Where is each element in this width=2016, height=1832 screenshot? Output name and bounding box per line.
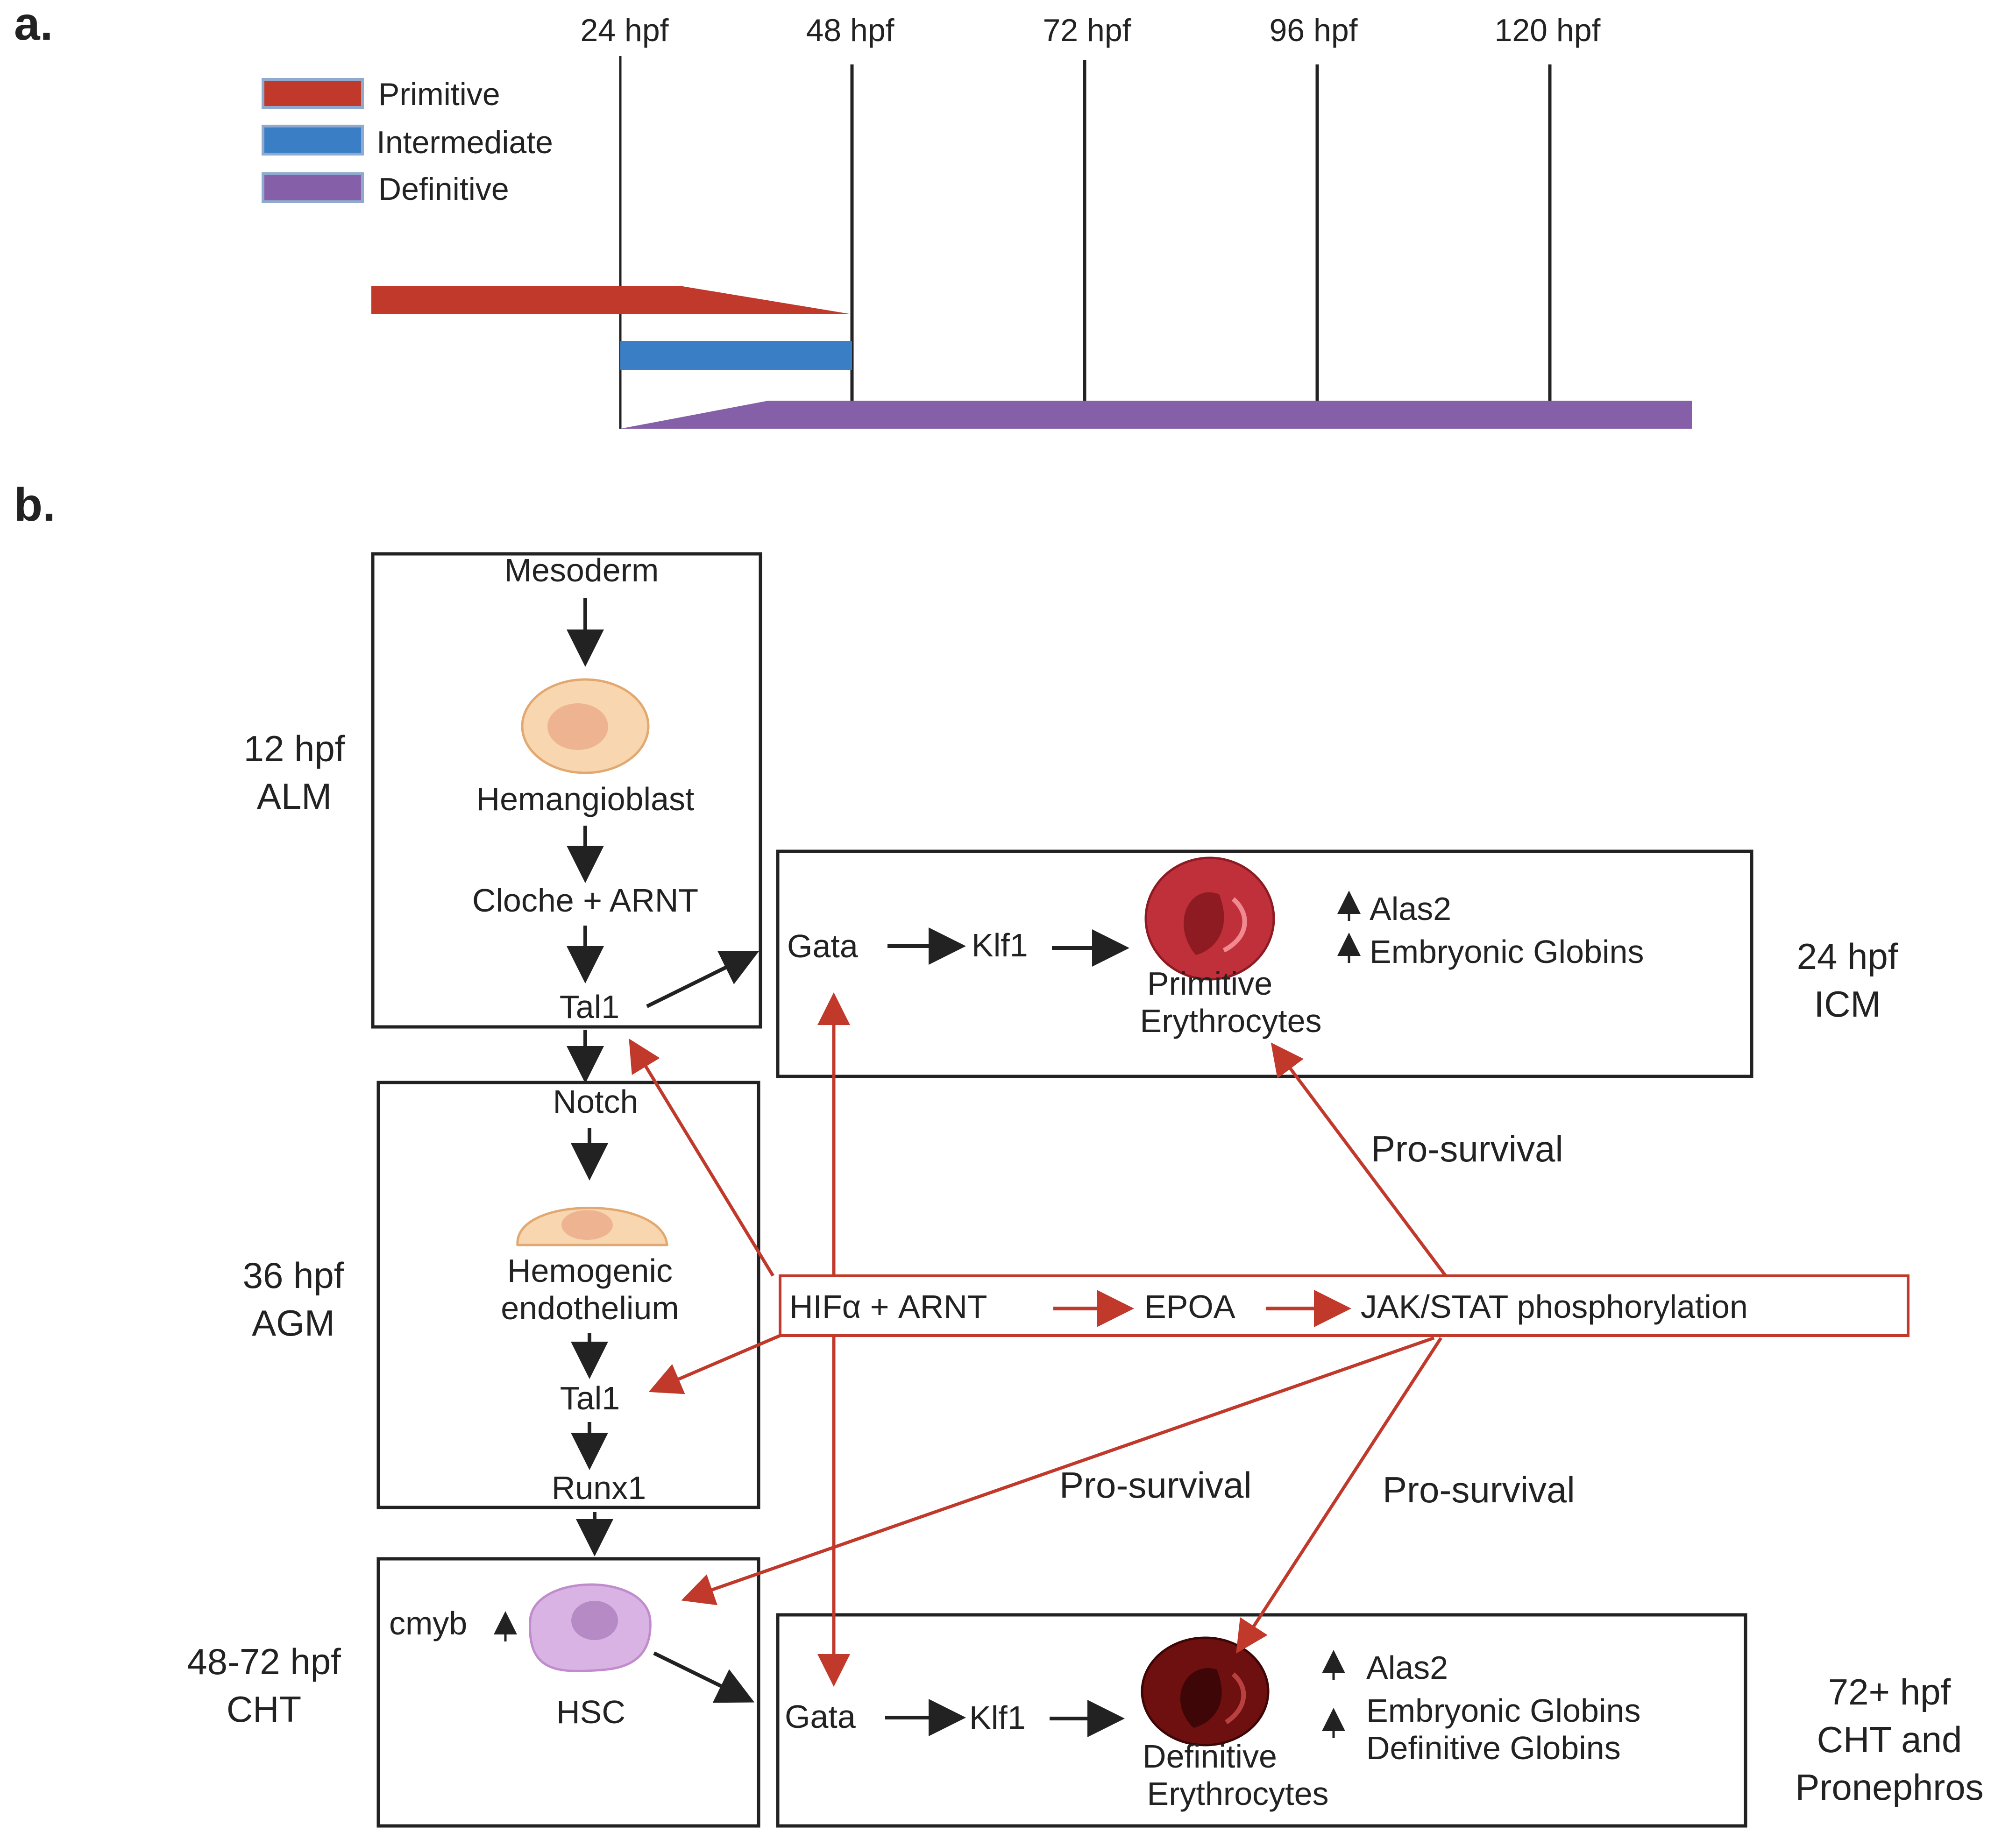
primitive-bar bbox=[371, 286, 849, 314]
primitive-erythrocyte-highlight bbox=[1222, 897, 1247, 953]
stage-agm-time: 36 hpf bbox=[243, 1255, 344, 1296]
tick-label-24: 24 hpf bbox=[580, 13, 668, 48]
stage-icm-time: 24 hpf bbox=[1797, 936, 1898, 977]
tick-label-120: 120 hpf bbox=[1495, 13, 1601, 48]
definitive-bar bbox=[620, 401, 1692, 429]
embryonic-globins-definitive-label: Embryonic Globins bbox=[1366, 1692, 1640, 1729]
jak-stat-label: JAK/STAT phosphorylation bbox=[1361, 1288, 1748, 1325]
legend-label-primitive: Primitive bbox=[378, 77, 500, 112]
stage-icm-name: ICM bbox=[1814, 983, 1881, 1025]
runx1-label: Runx1 bbox=[552, 1470, 646, 1506]
tal1-agm-label: Tal1 bbox=[560, 1380, 620, 1416]
agm-box-frame bbox=[376, 1081, 760, 1509]
pro-survival-label-3: Pro-survival bbox=[1383, 1469, 1575, 1510]
red-arrow-to-definitive-cell bbox=[1236, 1337, 1442, 1654]
legend-label-definitive: Definitive bbox=[378, 171, 509, 207]
stage-alm-time: 12 hpf bbox=[244, 728, 345, 769]
definitive-erythrocyte-highlight bbox=[1225, 1672, 1246, 1725]
cloche-label: Cloche + ARNT bbox=[472, 882, 698, 919]
cmyb-label: cmyb bbox=[389, 1605, 467, 1641]
pro-survival-label-1: Pro-survival bbox=[1371, 1128, 1563, 1169]
hsc-label: HSC bbox=[556, 1694, 625, 1730]
hif-regulatory-arrows bbox=[629, 992, 1447, 1687]
hemangioblast-label: Hemangioblast bbox=[476, 781, 695, 817]
tick-label-72: 72 hpf bbox=[1043, 13, 1131, 48]
hemangioblast-nucleus bbox=[547, 703, 608, 750]
epoa-label: EPOA bbox=[1144, 1288, 1235, 1325]
notch-label: Notch bbox=[553, 1083, 639, 1120]
stage-cht-time: 48-72 hpf bbox=[187, 1641, 341, 1682]
mesoderm-label: Mesoderm bbox=[504, 552, 659, 588]
panel-b-label: b. bbox=[14, 479, 56, 531]
primitive-erythrocyte-dimple bbox=[1184, 892, 1224, 955]
arrow-tal1-to-gata bbox=[646, 950, 760, 1008]
hemogenic-label-2: endothelium bbox=[501, 1290, 679, 1326]
stage-alm-name: ALM bbox=[257, 776, 332, 817]
stage-pro-name-1: CHT and bbox=[1817, 1719, 1962, 1760]
klf1-primitive-label: Klf1 bbox=[972, 927, 1028, 963]
primitive-box: Gata Klf1 Primitive Erythrocytes Alas2 E… bbox=[776, 849, 1753, 1078]
hemogenic-nucleus bbox=[561, 1210, 613, 1240]
agm-box: Notch Hemogenic endothelium Tal1 Runx1 bbox=[376, 1081, 760, 1509]
gata-definitive-label: Gata bbox=[785, 1698, 856, 1735]
red-arrow-to-hsc bbox=[681, 1336, 1435, 1606]
embryonic-globins-primitive-label: Embryonic Globins bbox=[1370, 934, 1644, 970]
stage-cht-name: CHT bbox=[227, 1689, 301, 1730]
cht-box-frame bbox=[376, 1557, 760, 1828]
red-arrow-to-tal1-agm bbox=[648, 1334, 781, 1394]
primitive-cell-label-1: Primitive bbox=[1147, 965, 1272, 1002]
cht-box: cmyb HSC bbox=[376, 1557, 760, 1828]
legend-label-intermediate: Intermediate bbox=[376, 125, 553, 160]
gata-primitive-label: Gata bbox=[787, 928, 858, 964]
stage-agm-name: AGM bbox=[252, 1302, 335, 1344]
hif-box: HIFα + ARNT EPOA JAK/STAT phosphorylatio… bbox=[779, 1274, 1910, 1337]
timeline-ticks bbox=[619, 56, 1552, 429]
stage-pro-time: 72+ hpf bbox=[1828, 1671, 1951, 1712]
hif-label: HIFα + ARNT bbox=[789, 1288, 987, 1325]
red-arrow-to-tal1-alm bbox=[629, 1039, 774, 1277]
legend-swatch-intermediate bbox=[262, 125, 364, 156]
arrow-hsc-to-gata bbox=[653, 1651, 755, 1703]
stage-pro-name-2: Pronephros bbox=[1795, 1767, 1983, 1808]
definitive-globins-label: Definitive Globins bbox=[1366, 1730, 1621, 1766]
definitive-cell-label-1: Definitive bbox=[1143, 1738, 1277, 1775]
klf1-definitive-label: Klf1 bbox=[969, 1699, 1026, 1736]
hsc-nucleus bbox=[571, 1601, 618, 1640]
hemogenic-label-1: Hemogenic bbox=[507, 1252, 673, 1289]
legend-swatch-definitive bbox=[262, 172, 364, 203]
tal1-alm-label: Tal1 bbox=[560, 989, 619, 1025]
alm-box: Mesoderm Hemangioblast Cloche + ARNT Tal… bbox=[371, 552, 762, 1029]
alm-box-frame bbox=[371, 552, 762, 1029]
definitive-erythrocyte-dimple bbox=[1180, 1668, 1222, 1728]
alas2-primitive-label: Alas2 bbox=[1370, 891, 1451, 927]
primitive-box-frame bbox=[776, 849, 1753, 1078]
legend-swatch-primitive bbox=[262, 78, 364, 109]
hif-box-frame bbox=[779, 1274, 1910, 1337]
red-arrow-to-primitive-cell bbox=[1271, 1042, 1447, 1277]
tick-label-96: 96 hpf bbox=[1269, 13, 1357, 48]
tick-label-48: 48 hpf bbox=[806, 13, 894, 48]
alas2-definitive-label: Alas2 bbox=[1366, 1649, 1448, 1686]
pro-survival-label-2: Pro-survival bbox=[1059, 1464, 1252, 1506]
legend: Primitive Intermediate Definitive bbox=[262, 77, 553, 207]
definitive-cell-label-2: Erythrocytes bbox=[1147, 1775, 1329, 1812]
primitive-cell-label-2: Erythrocytes bbox=[1140, 1003, 1322, 1039]
definitive-box: Gata Klf1 Definitive Erythrocytes Alas2 … bbox=[776, 1613, 1747, 1828]
panel-a-label: a. bbox=[14, 0, 53, 50]
intermediate-bar bbox=[620, 341, 852, 370]
